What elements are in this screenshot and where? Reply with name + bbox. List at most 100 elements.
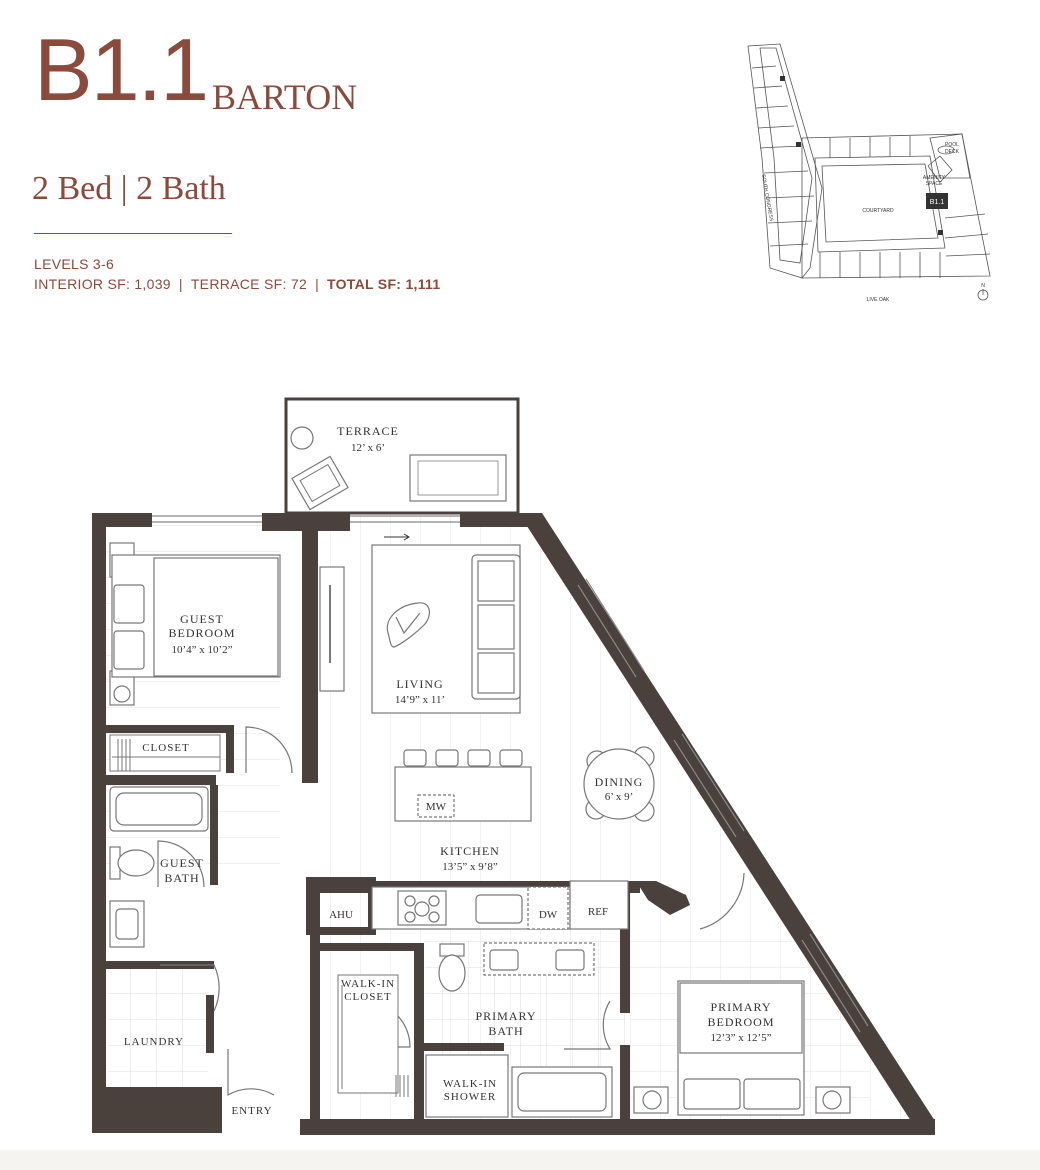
- keyplan-courtyard-inner: [821, 163, 939, 243]
- wall-north-1: [92, 513, 152, 527]
- sf-separator: |: [315, 276, 319, 292]
- keyplan-amenity-space: [927, 155, 953, 183]
- terrace-sf: TERRACE SF: 72: [190, 276, 308, 292]
- terrace: TERRACE 12’ x 6’: [284, 397, 520, 515]
- primary-pillow-2: [743, 1078, 801, 1110]
- kitchen-dims: 13’5” x 9’8”: [442, 861, 498, 873]
- living-label: LIVING: [396, 677, 443, 691]
- dw-label: DW: [539, 909, 558, 921]
- floor-plan-drawing: TERRACE 12’ x 6’: [92, 397, 935, 1135]
- primary-bedroom-dims: 12’3” x 12’5”: [710, 1032, 771, 1044]
- sofa-cushion-3: [477, 652, 515, 694]
- wall-closet-west: [310, 881, 320, 1131]
- door-primary-bedroom: [699, 872, 745, 930]
- key-plan-map: POOL DECK AMENITY SPACE COURTYARD LIVE O…: [747, 43, 991, 303]
- guest-bedroom-dims: 10’4” x 10’2”: [171, 644, 232, 656]
- unit-name: BARTON: [212, 77, 358, 117]
- window-primary-bedroom-2: [809, 933, 869, 1027]
- burner-icon: [428, 895, 440, 907]
- terrace-dims: 12’ x 6’: [351, 442, 385, 454]
- keyplan-core: [796, 142, 801, 147]
- keyplan-label-live-oak: LIVE OAK: [867, 297, 890, 303]
- exterior-walls: [92, 513, 935, 1135]
- burner-icon: [414, 901, 430, 917]
- wall-bath-bedroom-2: [620, 1045, 630, 1133]
- dining-label: DINING: [595, 775, 644, 789]
- header-divider: [34, 233, 232, 234]
- bar-stool: [435, 749, 459, 767]
- walk-in-closet: [337, 974, 409, 1097]
- shower-label-2: SHOWER: [444, 1091, 496, 1103]
- primary-bath-label-2: BATH: [488, 1024, 523, 1038]
- sofa-cushion-2: [477, 604, 515, 650]
- kitchen-island-group: [394, 749, 532, 822]
- keyplan-unit-line: [944, 233, 989, 239]
- wall-west: [92, 513, 106, 1133]
- wall-wic-bath: [414, 943, 424, 1131]
- wall-diagonal: [525, 513, 935, 1135]
- interior-sf: INTERIOR SF: 1,039: [34, 276, 171, 292]
- burner-icon: [428, 911, 440, 923]
- keyplan-label-unit: B1.1: [930, 199, 945, 206]
- door-entry: [227, 1049, 275, 1097]
- lamp-icon: [642, 1090, 662, 1110]
- primary-bed-duvet: [679, 982, 803, 1054]
- keyplan-main-block: [801, 133, 991, 279]
- windows: [152, 515, 869, 1033]
- wall-wic-top: [320, 943, 418, 951]
- window-living-2: [585, 578, 645, 672]
- guest-bed-duvet: [153, 557, 279, 677]
- guest-pillow-2: [113, 630, 145, 670]
- footer-strip: [0, 1150, 1040, 1170]
- door-guest-bedroom: [245, 726, 293, 774]
- keyplan-label-deck: DECK: [945, 149, 960, 155]
- ahu-label: AHU: [329, 909, 353, 921]
- entry-label: ENTRY: [231, 1105, 272, 1117]
- keyplan-core: [938, 230, 943, 235]
- guest-pillow-1: [113, 584, 145, 624]
- unit-header: B1.1 BARTON 2 Bed | 2 Bath LEVELS 3-6 IN…: [0, 0, 1040, 310]
- wic-label-1: WALK-IN: [341, 978, 395, 990]
- sink-icon: [115, 908, 139, 940]
- terrace-bench-cushion: [417, 460, 499, 496]
- bar-stool: [403, 749, 427, 767]
- dining-set: [583, 746, 655, 822]
- keyplan-unit-line: [757, 125, 795, 129]
- guest-bath-label-2: BATH: [164, 871, 199, 885]
- wall-southwest: [92, 1087, 222, 1133]
- keyplan-label-amenity: AMENITY: [923, 175, 946, 181]
- primary-bedroom-furniture: [633, 980, 851, 1116]
- keyplan-unit-line: [755, 105, 789, 109]
- keyplan-unit-line: [765, 195, 815, 199]
- primary-bath-label-1: PRIMARY: [475, 1009, 536, 1023]
- keyplan-label-pool: POOL: [945, 142, 959, 148]
- keyplan-label-space: SPACE: [926, 181, 943, 187]
- wall-guest-bath-side: [210, 785, 218, 885]
- window-primary-bedroom: [801, 939, 861, 1033]
- window-dining: [673, 739, 737, 838]
- coffee-table-detail: [395, 612, 421, 635]
- wall-bath-top: [106, 775, 216, 785]
- wall-north-3: [460, 513, 542, 527]
- wall-closet-top: [106, 725, 232, 733]
- closet-area: [109, 734, 221, 772]
- living-furniture: [319, 544, 521, 714]
- refrigerator: [569, 880, 629, 930]
- terrace-label: TERRACE: [337, 424, 399, 438]
- sofa-cushion-1: [477, 560, 515, 602]
- guest-bedroom-furniture: [109, 542, 281, 706]
- kitchen-label: KITCHEN: [440, 844, 500, 858]
- guest-tub-basin: [115, 792, 203, 826]
- wall-shower-top: [424, 1043, 504, 1051]
- sliding-arrow-head-icon: [403, 533, 410, 541]
- laundry-label: LAUNDRY: [124, 1036, 184, 1048]
- window-dining-2: [681, 733, 745, 832]
- keyplan-label-courtyard: COURTYARD: [862, 208, 894, 214]
- keyplan-unit-line: [944, 213, 986, 219]
- door-laundry-closet: [160, 964, 220, 1012]
- laundry-tile: [108, 965, 208, 1095]
- levels-text: LEVELS 3-6: [34, 256, 115, 272]
- microwave: [417, 794, 455, 818]
- square-footage-line: INTERIOR SF: 1,039|TERRACE SF: 72|TOTAL …: [34, 276, 440, 292]
- keyplan-unit-line: [945, 253, 991, 257]
